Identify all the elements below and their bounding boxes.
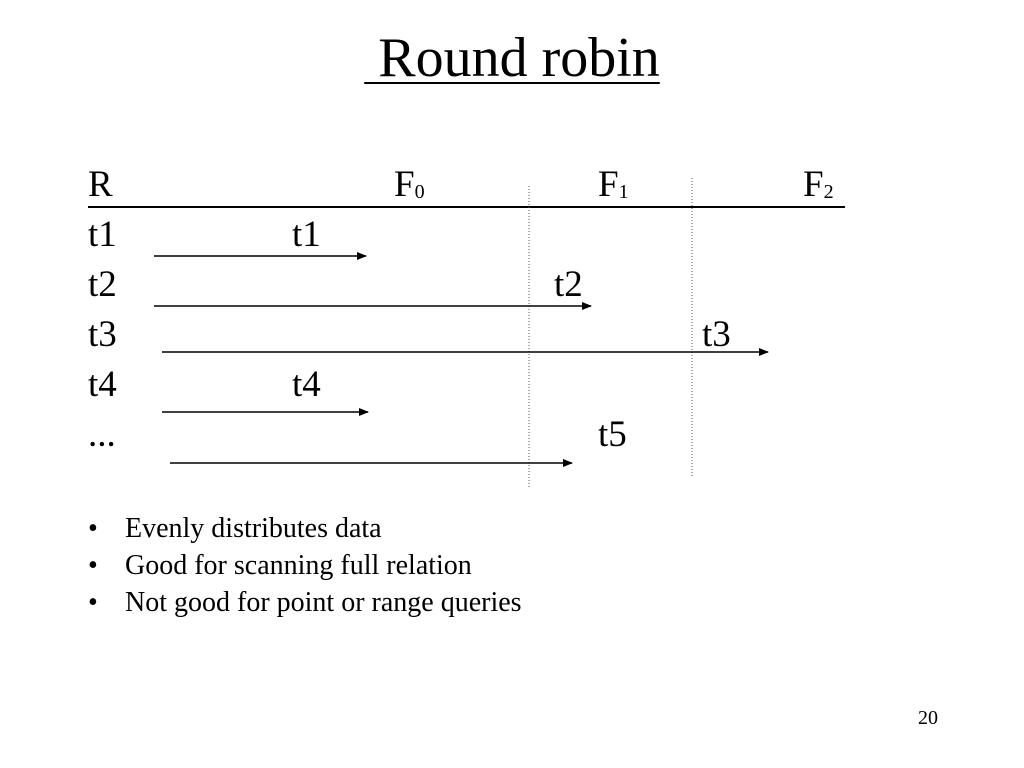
bullet-item: • Good for scanning full relation	[88, 547, 522, 584]
bullet-marker: •	[88, 587, 98, 618]
bullet-marker: •	[88, 550, 98, 581]
fragment-f0-subscript: 0	[414, 181, 425, 203]
fragment-f0-name: F	[394, 164, 415, 205]
placed-tuple-t3: t3	[702, 314, 731, 355]
placed-tuple-t1: t1	[292, 214, 321, 255]
placed-tuple-t5: t5	[598, 414, 627, 455]
slide-title: Round robin	[0, 26, 1024, 90]
fragment-f1-name: F	[598, 164, 619, 205]
source-row-t2: t2	[88, 264, 117, 305]
fragment-f2-subscript: 2	[823, 181, 834, 203]
bullet-marker: •	[88, 513, 98, 544]
fragment-f1-subscript: 1	[618, 181, 629, 203]
fragment-header-f0: F0	[394, 164, 425, 211]
fragment-header-f2: F2	[803, 164, 834, 211]
placed-tuple-t4: t4	[292, 364, 321, 405]
fragment-header-f1: F1	[598, 164, 629, 211]
bullet-list: • Evenly distributes data • Good for scann…	[88, 510, 522, 621]
fragment-f2-name: F	[803, 164, 824, 205]
source-row-ellipsis: ...	[88, 414, 116, 455]
page-number: 20	[918, 707, 938, 729]
bullet-text: Not good for point or range queries	[125, 587, 522, 618]
bullet-item: • Not good for point or range queries	[88, 584, 522, 621]
bullet-text: Good for scanning full relation	[125, 550, 472, 581]
source-row-t4: t4	[88, 364, 117, 405]
relation-header: R	[88, 164, 113, 205]
slide-title-text: Round robin	[364, 27, 660, 89]
source-row-t3: t3	[88, 314, 117, 355]
bullet-text: Evenly distributes data	[125, 513, 382, 544]
bullet-item: • Evenly distributes data	[88, 510, 522, 547]
placed-tuple-t2: t2	[554, 264, 583, 305]
source-row-t1: t1	[88, 214, 117, 255]
